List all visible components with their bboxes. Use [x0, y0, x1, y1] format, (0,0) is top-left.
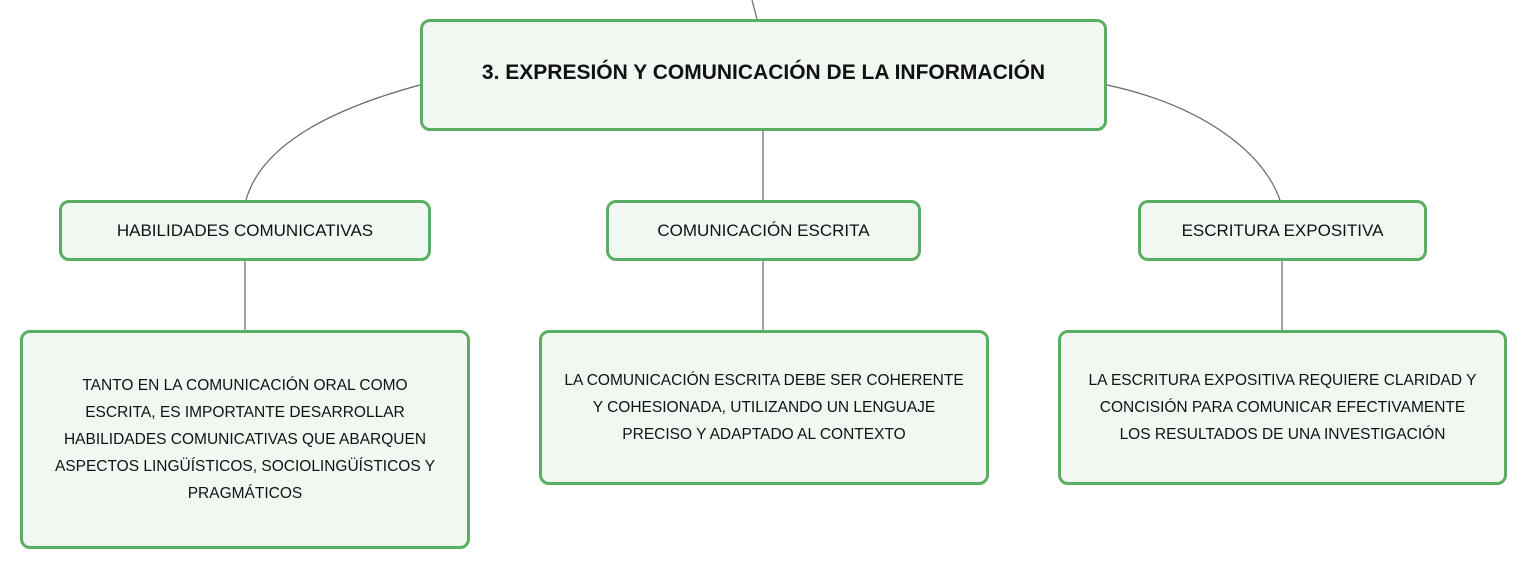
- detail-line: LOS RESULTADOS DE UNA INVESTIGACIÓN: [1119, 426, 1446, 443]
- topic-habilidades-comunicativas[interactable]: HABILIDADES COMUNICATIVAS: [59, 200, 431, 261]
- detail-escritura-expositiva[interactable]: LA ESCRITURA EXPOSITIVA REQUIERE CLARIDA…: [1058, 330, 1507, 485]
- detail-habilidades-comunicativas[interactable]: TANTO EN LA COMUNICACIÓN ORAL COMO ESCRI…: [20, 330, 470, 549]
- topic-label: ESCRITURA EXPOSITIVA: [1181, 220, 1384, 240]
- detail-line: TANTO EN LA COMUNICACIÓN ORAL COMO: [82, 377, 408, 394]
- connector-root-to-habilidades: [245, 84, 421, 201]
- topic-label: COMUNICACIÓN ESCRITA: [657, 220, 870, 240]
- root-topic[interactable]: 3. EXPRESIÓN Y COMUNICACIÓN DE LA INFORM…: [420, 19, 1107, 131]
- detail-line: PRAGMÁTICOS: [187, 485, 303, 502]
- topic-escritura-expositiva[interactable]: ESCRITURA EXPOSITIVA: [1138, 200, 1427, 261]
- detail-line: ASPECTOS LINGÜÍSTICOS, SOCIOLINGÜÍSTICOS…: [54, 458, 436, 475]
- connector-root-to-escritura: [1106, 84, 1281, 201]
- root-topic-label: 3. EXPRESIÓN Y COMUNICACIÓN DE LA INFORM…: [481, 61, 1046, 84]
- detail-line: PRECISO Y ADAPTADO AL CONTEXTO: [622, 426, 906, 443]
- detail-comunicacion-escrita[interactable]: LA COMUNICACIÓN ESCRITA DEBE SER COHEREN…: [539, 330, 989, 485]
- detail-line: HABILIDADES COMUNICATIVAS QUE ABARQUEN: [63, 431, 427, 448]
- detail-line: LA ESCRITURA EXPOSITIVA REQUIERE CLARIDA…: [1088, 372, 1477, 389]
- detail-line: ESCRITA, ES IMPORTANTE DESARROLLAR: [85, 404, 405, 421]
- topic-label: HABILIDADES COMUNICATIVAS: [116, 220, 374, 240]
- detail-line: LA COMUNICACIÓN ESCRITA DEBE SER COHEREN…: [564, 372, 964, 389]
- detail-line: Y COHESIONADA, UTILIZANDO UN LENGUAJE: [592, 399, 936, 416]
- detail-line: CONCISIÓN PARA COMUNICAR EFECTIVAMENTE: [1099, 399, 1466, 416]
- topic-comunicacion-escrita[interactable]: COMUNICACIÓN ESCRITA: [606, 200, 921, 261]
- connector-parent-to-root: [751, 0, 758, 20]
